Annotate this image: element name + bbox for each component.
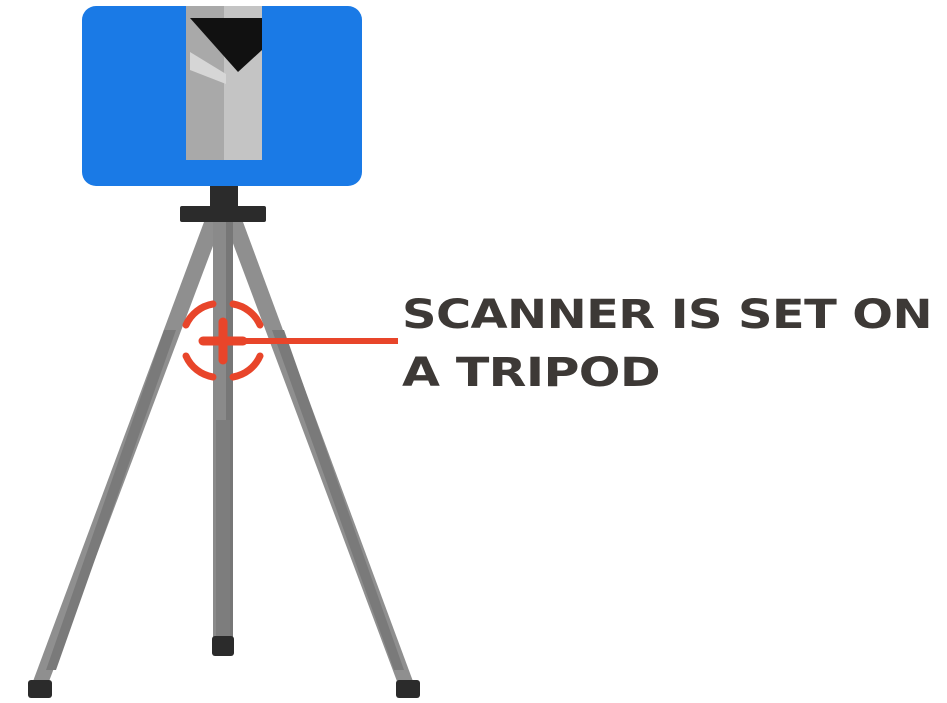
- tripod-icon: [28, 184, 420, 698]
- tripod-left-leg-shade: [46, 330, 176, 670]
- tripod-right-leg-shade: [272, 330, 404, 670]
- tripod-center-lower: [216, 420, 230, 642]
- tripod-center-foot: [212, 636, 234, 656]
- tripod-mount-plate: [180, 206, 266, 222]
- target-arc-bottom-right: [233, 356, 260, 377]
- laser-scanner-icon: [82, 6, 362, 186]
- callout-text-line-1: SCANNER IS SET ON: [402, 292, 932, 338]
- target-arc-top-right: [233, 304, 260, 325]
- target-arc-bottom-left: [186, 356, 213, 377]
- tripod-left-foot: [28, 680, 52, 698]
- tripod-right-foot: [396, 680, 420, 698]
- callout-text-line-2: A TRIPOD: [402, 350, 660, 396]
- target-arc-top-left: [186, 304, 213, 325]
